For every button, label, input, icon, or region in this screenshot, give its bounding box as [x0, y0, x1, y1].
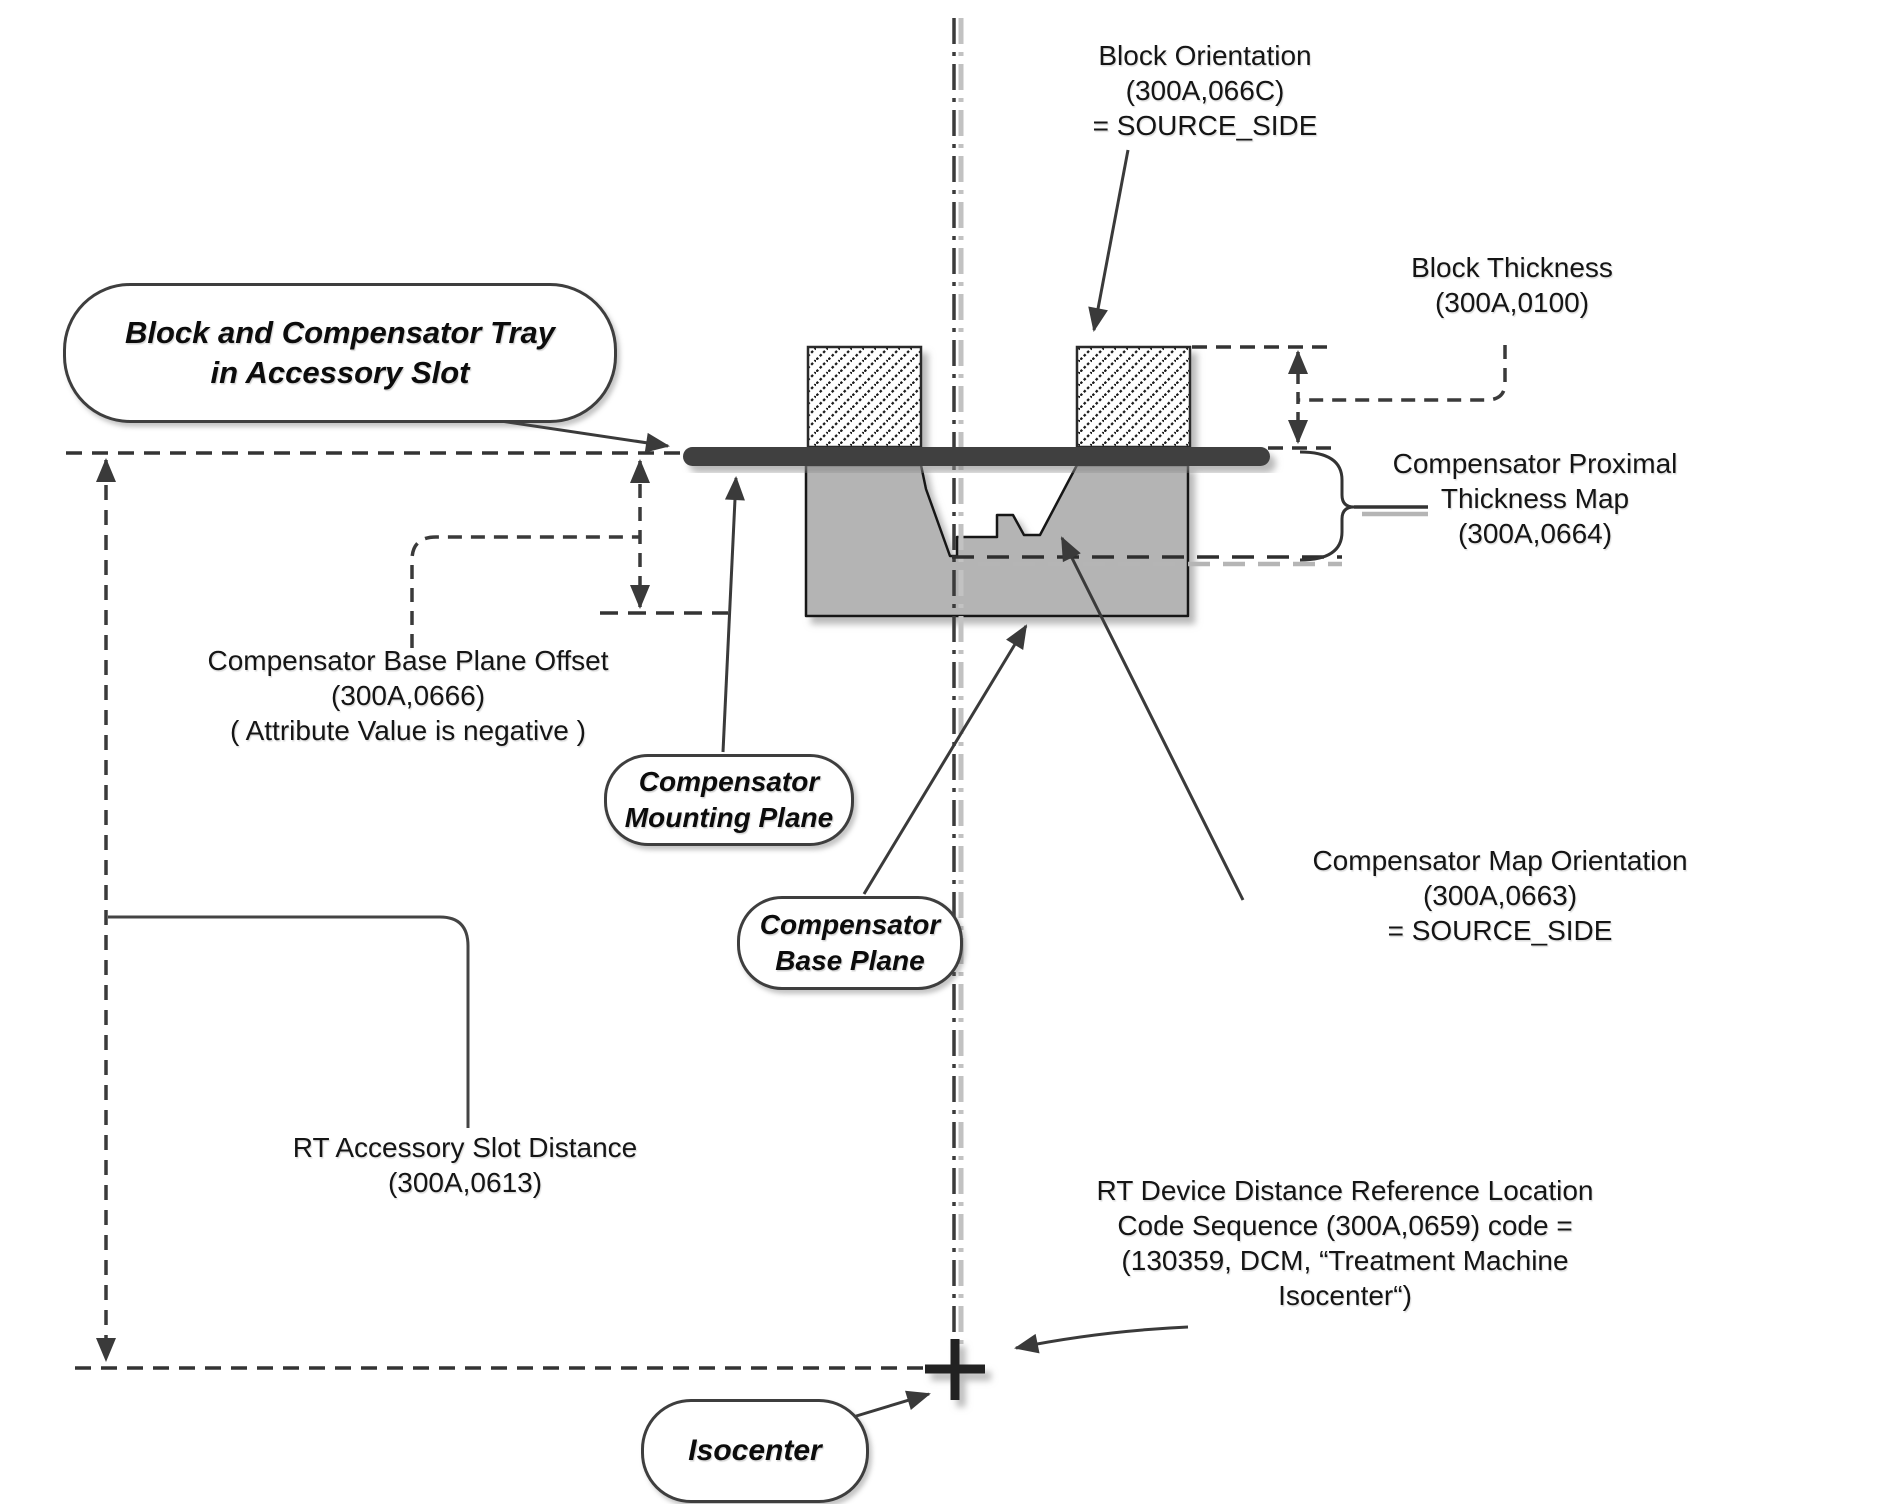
mounting-plane-callout-bubble: Compensator Mounting Plane — [604, 754, 854, 846]
proximal-thickness-brace — [1299, 450, 1428, 562]
mounting-plane-leader — [721, 476, 745, 753]
isocenter-cross-icon — [925, 1339, 985, 1400]
device-reference-leader — [1014, 1325, 1189, 1354]
tray-callout-leader — [493, 418, 670, 453]
block-thickness-dimension — [1192, 345, 1507, 450]
compensator-shape — [804, 463, 1190, 618]
isocenter-callout-bubble: Isocenter — [641, 1399, 869, 1503]
isocenter-leader — [852, 1390, 931, 1419]
base-plane-offset-leader — [410, 535, 640, 648]
block-orientation-label: Block Orientation (300A,066C) = SOURCE_S… — [1092, 40, 1318, 141]
rt-device-distance-reference-label: RT Device Distance Reference Location Co… — [1096, 1175, 1594, 1311]
tray-callout-bubble: Block and Compensator Tray in Accessory … — [63, 283, 617, 423]
compensator-base-plane-offset-label: Compensator Base Plane Offset (300A,0666… — [207, 645, 609, 746]
block-left — [806, 345, 923, 449]
beam-axis-line — [952, 18, 964, 1345]
compensator-proximal-thickness-map-label: Compensator Proximal Thickness Map (300A… — [1392, 448, 1678, 549]
tray-shape — [683, 447, 1270, 466]
block-orientation-leader — [1088, 149, 1130, 332]
rt-accessory-slot-distance-label: RT Accessory Slot Distance (300A,0613) — [292, 1132, 638, 1198]
base-plane-leader — [862, 624, 1028, 895]
compensator-map-orientation-label: Compensator Map Orientation (300A,0663) … — [1312, 845, 1688, 946]
compensator-proximal-level-line — [952, 555, 1342, 567]
base-plane-callout-bubble: Compensator Base Plane — [737, 896, 963, 990]
map-orientation-leader — [1060, 536, 1245, 901]
block-thickness-label: Block Thickness (300A,0100) — [1411, 252, 1613, 318]
accessory-slot-elbow-line — [108, 915, 470, 1128]
block-right — [1075, 345, 1192, 449]
